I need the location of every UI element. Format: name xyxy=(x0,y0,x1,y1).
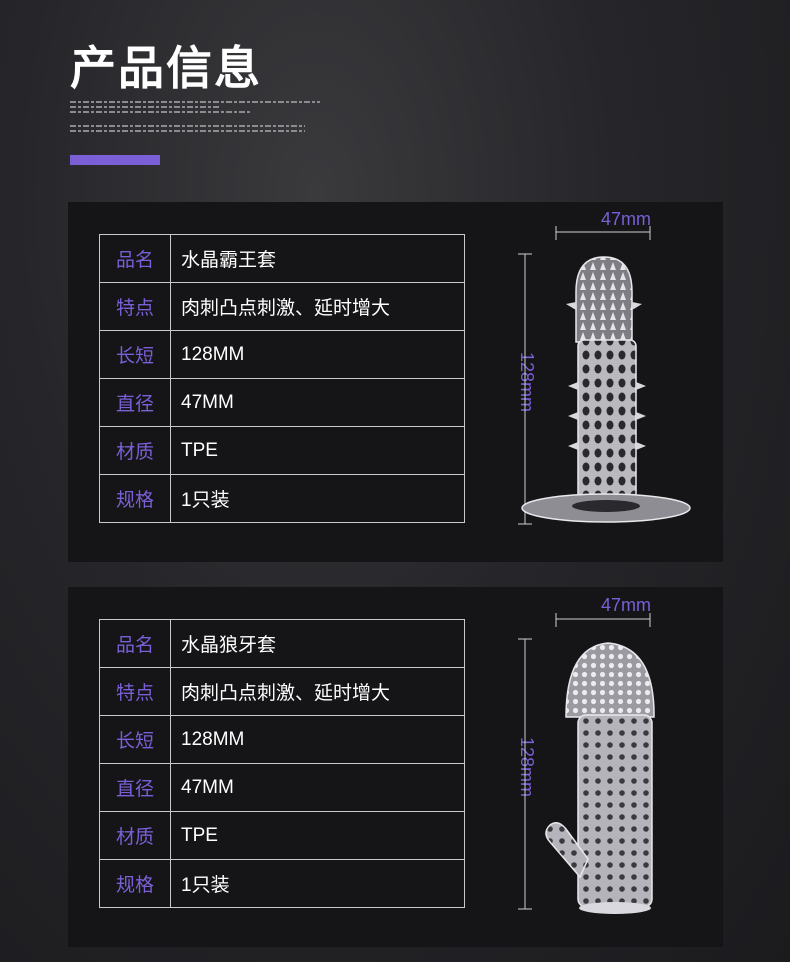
fine-print-line xyxy=(70,130,305,132)
spec-key: 规格 xyxy=(99,474,171,523)
spec-key: 材质 xyxy=(99,426,171,475)
product-image-2 xyxy=(518,613,655,914)
spec-value: 肉刺凸点刺激、延时增大 xyxy=(170,282,465,331)
width-label-1: 47mm xyxy=(600,209,651,229)
spec-key: 长短 xyxy=(99,715,171,764)
product-image-1 xyxy=(518,226,691,525)
spec-key: 特点 xyxy=(99,282,171,331)
spec-key: 材质 xyxy=(99,811,171,860)
spec-value: 1只装 xyxy=(170,474,465,523)
spec-value: 1只装 xyxy=(170,859,465,908)
spec-key: 长短 xyxy=(99,330,171,379)
page-title: 产品信息 xyxy=(70,41,262,95)
table-row: 品名水晶霸王套 xyxy=(99,234,465,283)
width-label-2: 47mm xyxy=(600,595,651,615)
spec-key: 直径 xyxy=(99,763,171,812)
fine-print-block-2 xyxy=(70,125,330,135)
table-row: 特点肉刺凸点刺激、延时增大 xyxy=(99,282,465,331)
spec-key: 品名 xyxy=(99,619,171,668)
fine-print-line xyxy=(70,125,305,127)
fine-print-block xyxy=(70,101,330,116)
spec-value: 水晶霸王套 xyxy=(170,234,465,283)
spec-value: TPE xyxy=(170,811,465,860)
spec-value: 肉刺凸点刺激、延时增大 xyxy=(170,667,465,716)
spec-key: 直径 xyxy=(99,378,171,427)
spec-value: TPE xyxy=(170,426,465,475)
fine-print-line xyxy=(70,111,250,113)
spec-value: 47MM xyxy=(170,763,465,812)
spec-key: 规格 xyxy=(99,859,171,908)
spec-value: 47MM xyxy=(170,378,465,427)
spec-value: 128MM xyxy=(170,715,465,764)
spec-value: 128MM xyxy=(170,330,465,379)
fine-print-line xyxy=(70,101,320,103)
spec-key: 品名 xyxy=(99,234,171,283)
table-row: 特点肉刺凸点刺激、延时增大 xyxy=(99,667,465,716)
fine-print-line xyxy=(70,106,220,108)
spec-key: 特点 xyxy=(99,667,171,716)
table-row: 品名水晶狼牙套 xyxy=(99,619,465,668)
accent-bar xyxy=(70,155,160,165)
spec-value: 水晶狼牙套 xyxy=(170,619,465,668)
